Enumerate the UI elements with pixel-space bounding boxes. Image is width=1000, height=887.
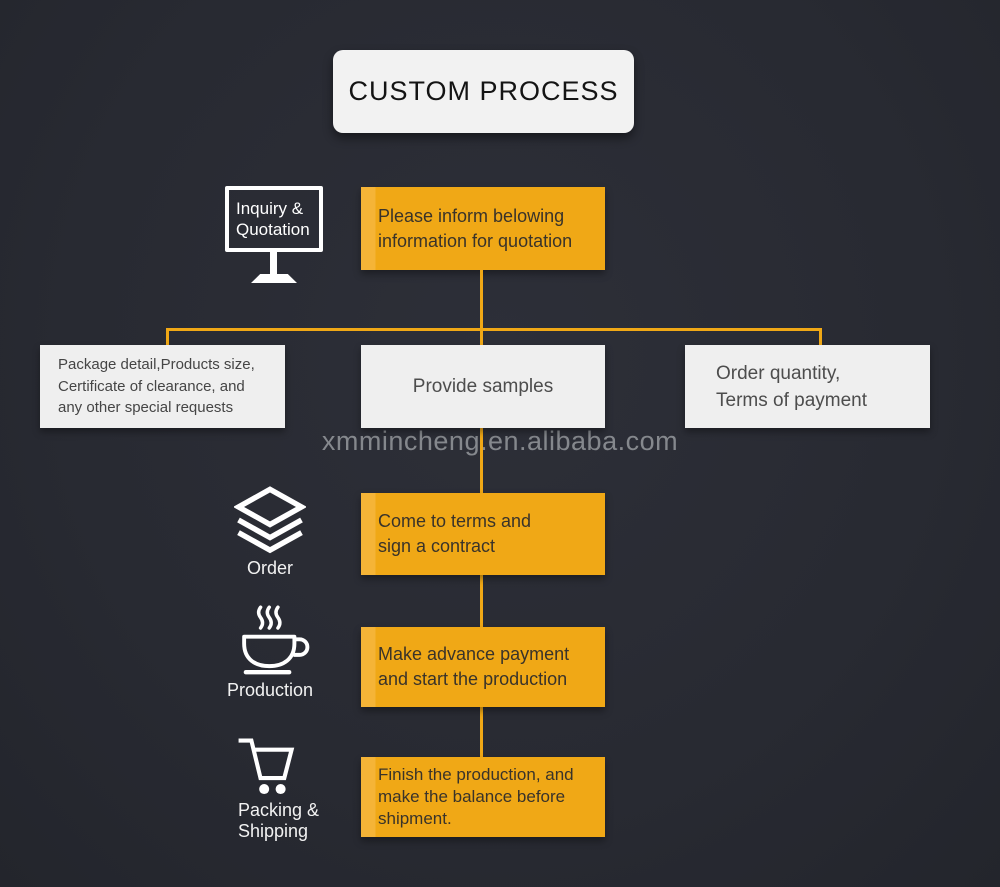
flow-box-inform: Please inform belowing information for q… bbox=[361, 187, 605, 270]
samples-line1: Provide samples bbox=[412, 375, 554, 397]
quantity-line2: Terms of payment bbox=[716, 389, 867, 411]
connector-vertical-4 bbox=[480, 707, 483, 757]
connector-vertical-3 bbox=[480, 575, 483, 627]
flow-box-provide-samples: Provide samples bbox=[361, 345, 605, 428]
monitor-icon: Inquiry & Quotation bbox=[225, 186, 323, 252]
packing-stage-label: Packing & Shipping bbox=[238, 800, 319, 842]
quantity-line1: Order quantity, bbox=[716, 362, 841, 384]
inform-line1: Please inform belowing bbox=[378, 205, 565, 226]
production-stage-label: Production bbox=[226, 680, 314, 700]
payment-line2: and start the production bbox=[378, 669, 568, 689]
monitor-icon-base bbox=[251, 274, 297, 283]
flow-box-finish: Finish the production, and make the bala… bbox=[361, 757, 605, 837]
flow-box-contract: Come to terms and sign a contract bbox=[361, 493, 605, 575]
connector-drop-right bbox=[819, 331, 822, 345]
packing-label-line2: Shipping bbox=[238, 821, 309, 841]
finish-line1: Finish the production, and bbox=[378, 765, 574, 784]
inquiry-label-line2: Quotation bbox=[236, 220, 310, 239]
inform-line2: information for quotation bbox=[378, 230, 573, 251]
flow-box-order-quantity: Order quantity, Terms of payment bbox=[685, 345, 930, 428]
connector-vertical-2 bbox=[480, 428, 483, 493]
flow-box-package-detail: Package detail,Products size, Certificat… bbox=[40, 345, 285, 428]
flow-box-payment: Make advance payment and start the produ… bbox=[361, 627, 605, 707]
connector-vertical-1 bbox=[480, 270, 483, 328]
connector-drop-left bbox=[166, 331, 169, 345]
coffee-cup-icon bbox=[242, 605, 310, 675]
package-line1: Package detail,Products size, bbox=[58, 356, 255, 374]
shopping-cart-icon bbox=[238, 738, 295, 795]
packing-label-line1: Packing & bbox=[238, 800, 320, 820]
monitor-icon-pole bbox=[270, 252, 277, 274]
connector-drop-middle bbox=[480, 331, 483, 345]
watermark-text: xmmincheng.en.alibaba.com bbox=[321, 426, 679, 456]
contract-line2: sign a contract bbox=[378, 536, 496, 556]
payment-line1: Make advance payment bbox=[378, 644, 570, 664]
package-line2: Certificate of clearance, and bbox=[58, 377, 245, 395]
connector-horizontal bbox=[166, 328, 822, 331]
finish-line2: make the balance before bbox=[378, 787, 566, 806]
layers-icon bbox=[234, 486, 306, 554]
order-stage-label: Order bbox=[246, 558, 293, 578]
inquiry-label-line1: Inquiry & bbox=[236, 199, 304, 218]
finish-line3: shipment. bbox=[378, 809, 452, 828]
package-line3: any other special requests bbox=[58, 399, 234, 417]
contract-line1: Come to terms and bbox=[378, 511, 532, 531]
page-title: CUSTOM PROCESS bbox=[348, 76, 619, 106]
title-banner: CUSTOM PROCESS bbox=[333, 50, 634, 133]
